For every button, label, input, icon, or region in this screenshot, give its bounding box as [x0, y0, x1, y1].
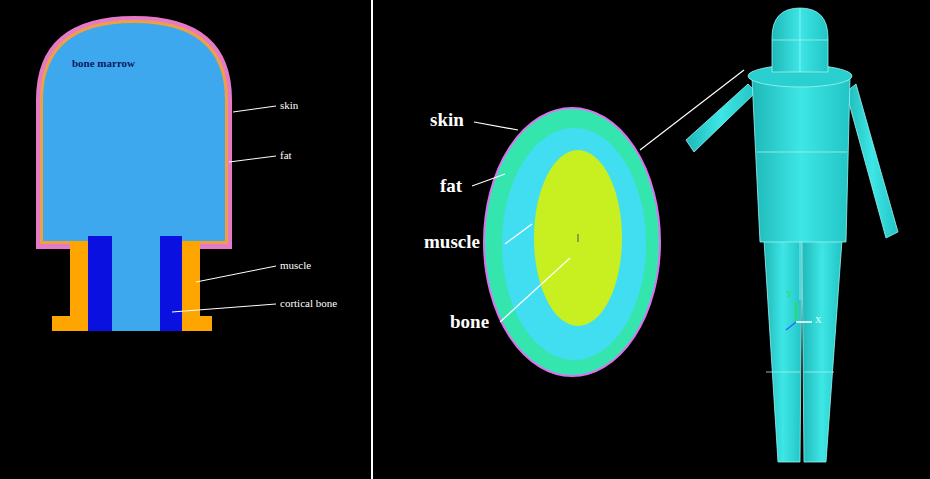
part-label: skin [280, 100, 298, 111]
skin-edge [200, 247, 232, 249]
part-label: fat [280, 150, 292, 161]
limb-section [472, 70, 744, 376]
leader-lines [472, 70, 744, 322]
left-leg [764, 240, 802, 462]
marrow-region [43, 23, 225, 241]
fat-layer [502, 128, 646, 360]
axis-label: Y [786, 290, 793, 299]
part-label: skin [430, 110, 464, 129]
bone-section [36, 16, 276, 331]
panel-divider [371, 0, 373, 479]
right-arm [846, 84, 898, 238]
part-label: muscle [280, 260, 311, 271]
left-arm [686, 84, 756, 152]
human-model [686, 8, 898, 462]
bone-region [534, 150, 622, 326]
region-label: bone marrow [72, 58, 135, 69]
fat-layer [40, 20, 228, 244]
cortical-bone [88, 236, 112, 331]
part-label: fat [440, 176, 462, 195]
axis-triad [786, 302, 812, 330]
marrow-region [112, 236, 160, 331]
axis-label: X [815, 316, 822, 325]
leader-lines [172, 106, 276, 312]
part-label: bone [450, 312, 489, 331]
right-leg [802, 240, 842, 462]
skin-edge [36, 247, 70, 249]
head [772, 8, 828, 72]
part-label: muscle [424, 232, 480, 251]
skin-layer [484, 108, 660, 376]
cortical-bone [160, 236, 182, 331]
part-label: cortical bone [280, 298, 337, 309]
axis-mark [578, 234, 579, 242]
torso [752, 78, 850, 242]
skin-layer [36, 16, 232, 248]
